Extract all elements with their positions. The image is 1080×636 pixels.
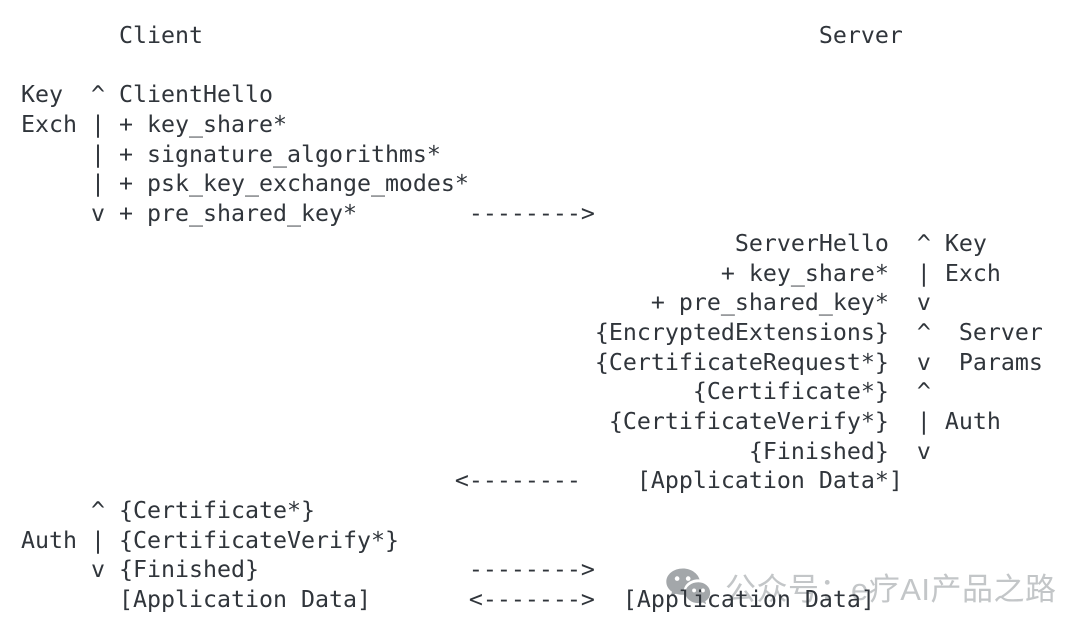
diagram-line-client-certificate-verify: Auth | {CertificateVerify*}	[21, 526, 399, 554]
diagram-line-certificate-request: {CertificateRequest*} v Params	[21, 348, 1043, 376]
diagram-line-headers: Client Server	[21, 22, 903, 49]
diagram-line-psk-key-exchange-modes: | + psk_key_exchange_modes*	[21, 170, 469, 198]
diagram-line-clienthello: Key ^ ClientHello	[21, 81, 273, 109]
diagram-line-client-finished-arrow: v {Finished} -------->	[21, 556, 595, 584]
diagram-line-server-app-data-arrow: <-------- [Application Data*]	[21, 467, 903, 495]
diagram-line-pre-shared-key-arrow: v + pre_shared_key* -------->	[21, 200, 595, 228]
diagram-line-encrypted-extensions: {EncryptedExtensions} ^ Server	[21, 318, 1043, 346]
diagram-line-server-certificate-verify: {CertificateVerify*} | Auth	[21, 407, 1001, 435]
diagram-line-signature-algorithms: | + signature_algorithms*	[21, 140, 441, 168]
diagram-line-server-certificate: {Certificate*} ^	[21, 378, 931, 406]
diagram-line-serverhello: ServerHello ^ Key	[21, 229, 987, 257]
diagram-line-server-finished: {Finished} v	[21, 437, 931, 465]
diagram-line-application-data: [Application Data] <-------> [Applicatio…	[21, 586, 875, 614]
diagram-line-blank	[21, 51, 1043, 81]
diagram-line-client-certificate: ^ {Certificate*}	[21, 497, 315, 524]
diagram-line-server-key-share: + key_share* | Exch	[21, 259, 1001, 287]
diagram-line-server-pre-shared-key: + pre_shared_key* v	[21, 289, 931, 317]
diagram-line-key-share: Exch | + key_share*	[21, 111, 287, 139]
